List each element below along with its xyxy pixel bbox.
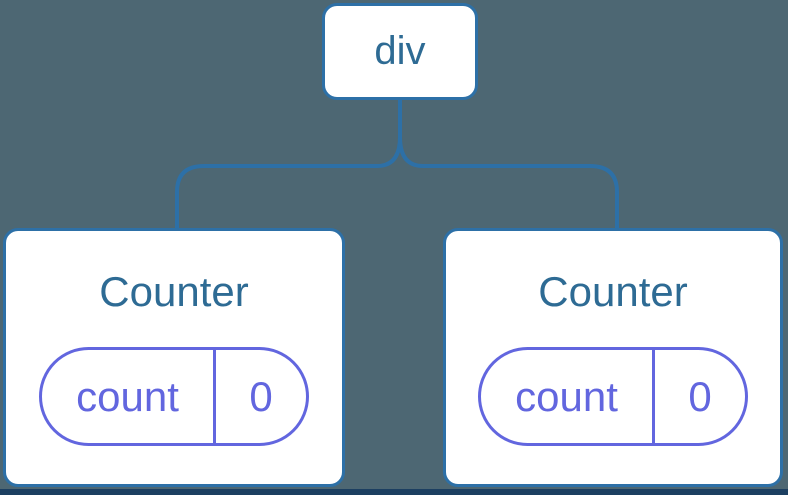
state-pill: count 0 (478, 347, 748, 447)
state-key-label: count (515, 372, 618, 420)
state-pill: count 0 (39, 347, 309, 447)
tree-node-counter-right: Counter count 0 (443, 228, 783, 487)
state-pill-divider (213, 350, 216, 444)
state-value-label: 0 (249, 372, 273, 420)
bottom-edge-strip (0, 489, 788, 495)
state-key-label: count (76, 372, 179, 420)
connector-right-branch (398, 136, 619, 234)
tree-node-div: div (322, 3, 478, 100)
tree-node-counter-left: Counter count 0 (3, 228, 345, 487)
state-pill-divider (652, 350, 655, 444)
root-node-label: div (374, 29, 426, 73)
state-value-label: 0 (688, 372, 712, 420)
connector-left-branch (175, 136, 402, 234)
component-name-label: Counter (538, 268, 688, 315)
component-name-label: Counter (99, 268, 249, 315)
